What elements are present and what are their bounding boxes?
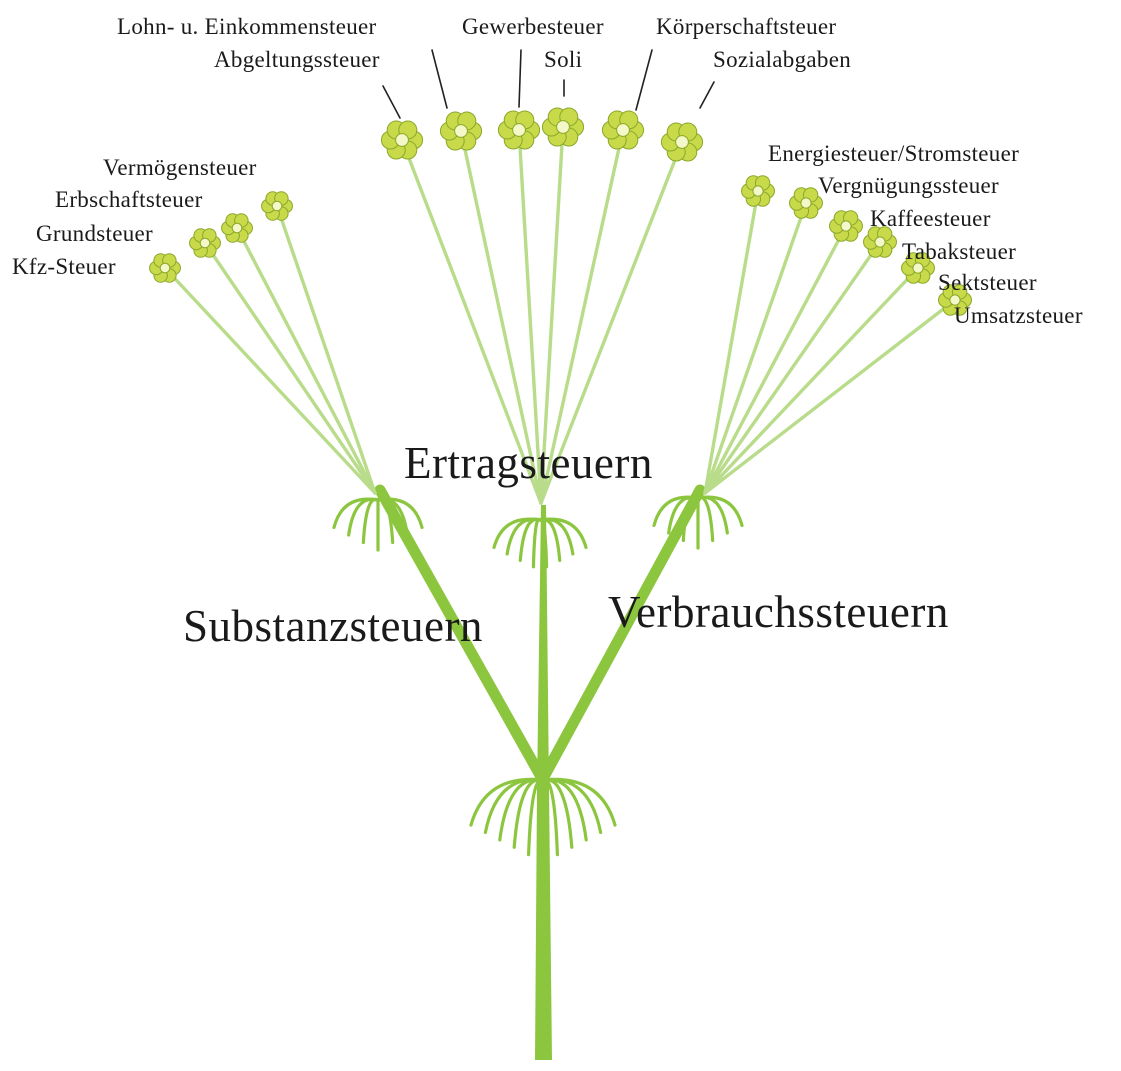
stem-vergnuegungssteuer [705, 203, 806, 493]
tax-label-grundsteuer: Grundsteuer [36, 222, 153, 245]
tax-label-sozialabgaben: Sozialabgaben [713, 48, 851, 71]
tax-label-lohn-einkommensteuer: Lohn- u. Einkommensteuer [117, 15, 377, 38]
tax-label-vermoegensteuer: Vermögensteuer [103, 156, 257, 179]
verbrauch-roots-tendril [698, 497, 713, 540]
flower-tabaksteuer [864, 227, 897, 257]
tax-label-sektsteuer: Sektsteuer [938, 271, 1037, 294]
stem-tabaksteuer [705, 242, 880, 493]
flower-sozialabgaben [661, 123, 702, 161]
tax-label-kaffeesteuer: Kaffeesteuer [870, 207, 991, 230]
flower-koerperschaftsteuer [602, 111, 643, 149]
tax-label-kfz-steuer: Kfz-Steuer [12, 255, 116, 278]
pointer-sozialabgaben [700, 82, 714, 108]
flower-soli [542, 108, 583, 146]
flower-kfz-steuer [150, 254, 181, 283]
flower-energiesteuer [742, 176, 775, 206]
pointer-gewerbesteuer [519, 50, 521, 107]
tax-label-tabaksteuer: Tabaksteuer [902, 240, 1016, 263]
pointer-koerperschaftsteuer [636, 50, 652, 110]
stem-kfz-steuer [165, 268, 375, 493]
tax-label-vergnuegungssteuer: Vergnügungssteuer [818, 174, 999, 197]
stem-vermoegensteuer [277, 206, 375, 493]
tax-label-soli: Soli [544, 48, 582, 71]
substanz-roots-tendril [363, 499, 378, 542]
tax-label-erbschaftsteuer: Erbschaftsteuer [55, 188, 203, 211]
category-label-ertragsteuern: Ertragsteuern [404, 441, 653, 486]
flower-grundsteuer [190, 229, 221, 258]
flower-lohn-einkommensteuer [440, 112, 481, 150]
flower-abgeltungssteuer [381, 121, 422, 159]
tax-label-umsatzsteuer: Umsatzsteuer [954, 304, 1083, 327]
flower-vermoegensteuer [262, 192, 293, 221]
tax-label-energiesteuer-stromsteuer: Energiesteuer/Stromsteuer [768, 142, 1019, 165]
stem-kaffeesteuer [705, 226, 846, 493]
flower-kaffeesteuer [830, 211, 863, 241]
pointer-lohn-einkommensteuer [432, 50, 447, 108]
tax-label-gewerbesteuer: Gewerbesteuer [462, 15, 604, 38]
flower-gewerbesteuer [498, 111, 539, 149]
stem-erbschaftsteuer [237, 228, 375, 493]
flower-erbschaftsteuer [222, 214, 253, 243]
tax-label-abgeltungssteuer: Abgeltungssteuer [214, 48, 380, 71]
stem-umsatzsteuer [705, 300, 955, 493]
stem-grundsteuer [205, 243, 375, 493]
tax-label-koerperschaftsteuer: Körperschaftsteuer [656, 15, 836, 38]
category-label-verbrauchssteuern: Verbrauchssteuern [608, 590, 949, 635]
ertrag-roots-tendril [533, 519, 540, 566]
pointer-abgeltungssteuer [383, 86, 400, 118]
category-label-substanzsteuern: Substanzsteuern [183, 604, 483, 649]
